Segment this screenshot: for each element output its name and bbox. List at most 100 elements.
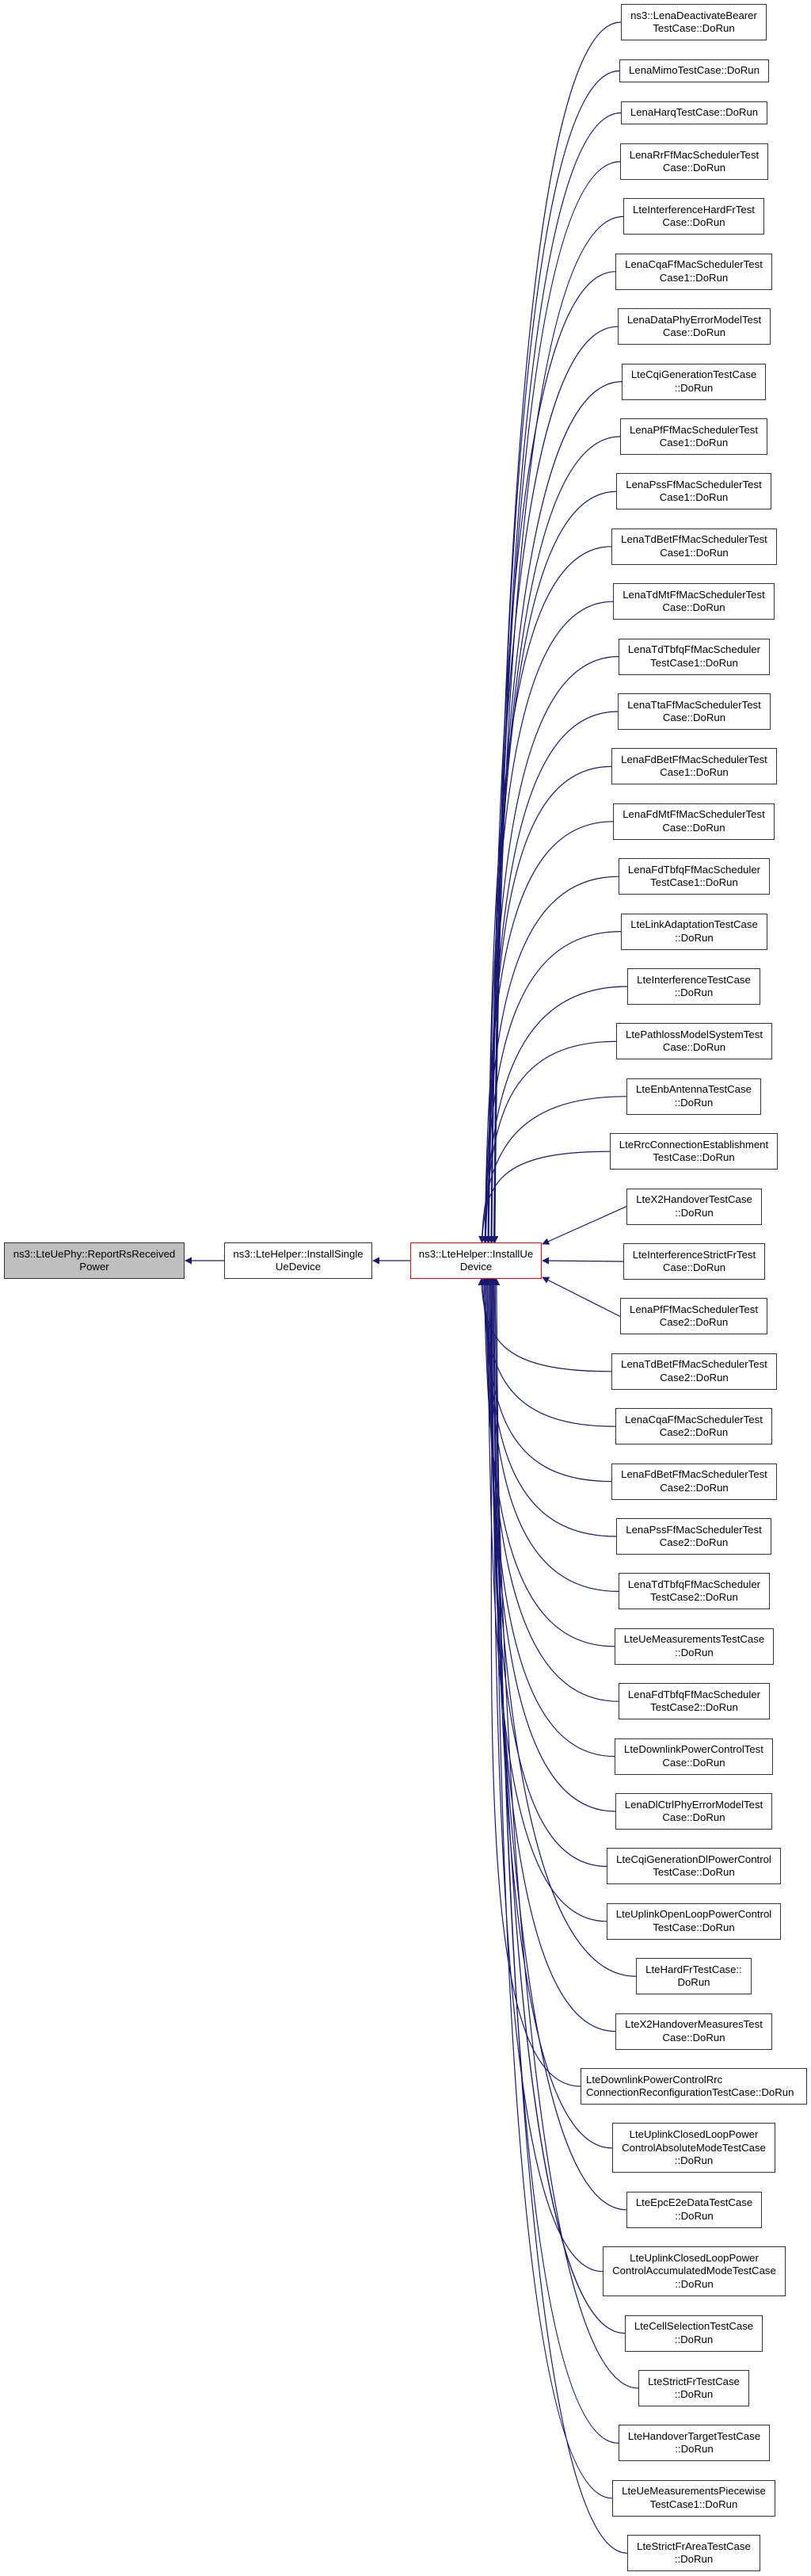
node-label: LenaDlCtrlPhyErrorModelTest Case::DoRun (624, 1798, 763, 1824)
node-label: LenaMimoTestCase::DoRun (629, 64, 760, 77)
caller-node[interactable]: LenaDataPhyErrorModelTest Case::DoRun (618, 308, 771, 345)
caller-node[interactable]: LteX2HandoverMeasuresTest Case::DoRun (615, 2013, 772, 2050)
focus-node-report-rs-received-power[interactable]: ns3::LteUePhy::ReportRsReceived Power (4, 1242, 185, 1279)
node-label: LteUeMeasurementsPiecewise TestCase1::Do… (622, 2485, 766, 2510)
caller-node[interactable]: LteStrictFrAreaTestCase ::DoRun (627, 2535, 760, 2572)
caller-node[interactable]: LteEpcE2eDataTestCase ::DoRun (626, 2191, 762, 2228)
node-label: LteCqiGenerationDlPowerControl TestCase:… (616, 1853, 771, 1879)
call-edge (488, 381, 623, 1243)
node-label: LenaTdTbfqFfMacScheduler TestCase2::DoRu… (627, 1578, 761, 1604)
call-edge (481, 821, 614, 1243)
caller-node[interactable]: LenaTdTbfqFfMacScheduler TestCase1::DoRu… (619, 638, 770, 675)
caller-node[interactable]: LenaPssFfMacSchedulerTest Case1::DoRun (616, 473, 771, 510)
caller-node[interactable]: ns3::LenaDeactivateBearer TestCase::DoRu… (621, 4, 767, 40)
caller-node[interactable]: LteHardFrTestCase:: DoRun (636, 1958, 752, 1995)
caller-node[interactable]: LtePathlossModelSystemTest Case::DoRun (616, 1023, 772, 1060)
node-label: LteDownlinkPowerControlTest Case::DoRun (624, 1743, 763, 1769)
node-install-ue-device[interactable]: ns3::LteHelper::InstallUe Device (410, 1242, 542, 1279)
caller-node[interactable]: LteHandoverTargetTestCase ::DoRun (619, 2425, 770, 2462)
caller-node[interactable]: LteDownlinkPowerControlTest Case::DoRun (615, 1738, 773, 1775)
caller-node[interactable]: LteX2HandoverTestCase ::DoRun (626, 1188, 762, 1225)
caller-node[interactable]: LteUplinkOpenLoopPowerControl TestCase::… (607, 1902, 781, 1940)
node-label: LenaTdBetFfMacSchedulerTest Case1::DoRun (621, 533, 767, 559)
node-label: LenaTdMtFfMacSchedulerTest Case::DoRun (623, 588, 765, 614)
caller-node[interactable]: LteUplinkClosedLoopPower ControlAbsolute… (612, 2123, 775, 2173)
node-label: ns3::LenaDeactivateBearer TestCase::DoRu… (630, 9, 757, 35)
caller-node[interactable]: LenaTdBetFfMacSchedulerTest Case2::DoRun (611, 1353, 777, 1390)
caller-node[interactable]: LteInterferenceTestCase ::DoRun (627, 968, 760, 1005)
call-edge (485, 1278, 616, 1812)
caller-node[interactable]: LenaPfFfMacSchedulerTest Case1::DoRun (620, 418, 767, 455)
call-edge (479, 1278, 616, 1427)
caller-node[interactable]: LteInterferenceHardFrTest Case::DoRun (623, 198, 764, 235)
caller-node[interactable]: LenaTdBetFfMacSchedulerTest Case1::DoRun (611, 528, 777, 565)
node-label: LteEpcE2eDataTestCase ::DoRun (635, 2196, 753, 2222)
caller-node[interactable]: LteUeMeasurementsPiecewise TestCase1::Do… (612, 2479, 775, 2517)
node-label: LenaCqaFfMacSchedulerTest Case1::DoRun (625, 258, 763, 284)
node-label: LteInterferenceStrictFrTest Case::DoRun (632, 1248, 756, 1274)
caller-node[interactable]: LenaTdMtFfMacSchedulerTest Case::DoRun (613, 583, 775, 620)
caller-node[interactable]: LteLinkAdaptationTestCase ::DoRun (621, 913, 767, 950)
caller-node[interactable]: LenaCqaFfMacSchedulerTest Case1::DoRun (615, 253, 772, 290)
caller-node[interactable]: LenaPssFfMacSchedulerTest Case2::DoRun (616, 1518, 771, 1555)
node-label: LenaPfFfMacSchedulerTest Case1::DoRun (630, 423, 758, 449)
caller-node[interactable]: LenaPfFfMacSchedulerTest Case2::DoRun (620, 1298, 767, 1335)
call-edge (478, 1151, 611, 1243)
node-label: LenaFdBetFfMacSchedulerTest Case2::DoRun (621, 1468, 767, 1494)
caller-node[interactable]: LenaFdBetFfMacSchedulerTest Case2::DoRun (611, 1463, 777, 1500)
node-label: LenaFdBetFfMacSchedulerTest Case1::DoRun (621, 753, 767, 779)
call-edge (482, 1040, 617, 1243)
caller-node[interactable]: LenaFdTbfqFfMacScheduler TestCase2::DoRu… (619, 1683, 770, 1720)
call-edge (491, 161, 621, 1243)
node-label: LteRrcConnectionEstablishment TestCase::… (619, 1138, 769, 1164)
node-label: LtePathlossModelSystemTest Case::DoRun (626, 1028, 763, 1054)
caller-node[interactable]: LenaMimoTestCase::DoRun (619, 59, 769, 82)
caller-node[interactable]: LenaFdMtFfMacSchedulerTest Case::DoRun (613, 803, 775, 840)
caller-node[interactable]: LenaTdTbfqFfMacScheduler TestCase2::DoRu… (619, 1573, 770, 1610)
caller-node[interactable]: LenaCqaFfMacSchedulerTest Case2::DoRun (615, 1408, 772, 1445)
node-label: LenaTdTbfqFfMacScheduler TestCase1::DoRu… (627, 643, 761, 669)
node-label: ns3::LteHelper::InstallSingle UeDevice (233, 1247, 364, 1273)
call-edge (478, 1278, 612, 1372)
node-label: LenaPssFfMacSchedulerTest Case1::DoRun (626, 478, 762, 504)
node-label: LteX2HandoverMeasuresTest Case::DoRun (625, 2018, 763, 2044)
caller-node[interactable]: LteCellSelectionTestCase ::DoRun (625, 2315, 763, 2352)
call-edge (489, 1278, 626, 2334)
caller-node[interactable]: LteUeMeasurementsTestCase ::DoRun (615, 1628, 774, 1665)
node-label: LteEnbAntennaTestCase ::DoRun (636, 1083, 752, 1109)
node-label: ns3::LteUePhy::ReportRsReceived Power (13, 1247, 176, 1273)
caller-node[interactable]: LteDownlinkPowerControlRrc ConnectionRec… (581, 2068, 807, 2105)
node-label: LteUeMeasurementsTestCase ::DoRun (623, 1633, 765, 1658)
node-label: LenaCqaFfMacSchedulerTest Case2::DoRun (625, 1413, 763, 1439)
caller-node[interactable]: LteUplinkClosedLoopPower ControlAccumula… (603, 2246, 786, 2297)
caller-node[interactable]: LenaDlCtrlPhyErrorModelTest Case::DoRun (615, 1793, 772, 1830)
call-edge (488, 1278, 581, 2087)
caller-node[interactable]: LteInterferenceStrictFrTest Case::DoRun (623, 1243, 765, 1280)
caller-node[interactable]: LenaRrFfMacSchedulerTest Case::DoRun (620, 143, 768, 180)
call-edge (485, 711, 619, 1243)
caller-node[interactable]: LteRrcConnectionEstablishment TestCase::… (610, 1133, 778, 1170)
caller-node[interactable]: LteCqiGenerationDlPowerControl TestCase:… (607, 1848, 781, 1885)
call-edge (483, 1278, 607, 1922)
call-edge (489, 1278, 613, 2149)
caller-node[interactable]: LteCqiGenerationTestCase ::DoRun (622, 363, 766, 400)
call-edge (486, 1278, 616, 2032)
node-label: LenaFdTbfqFfMacScheduler TestCase2::DoRu… (627, 1688, 761, 1714)
node-label: LenaPssFfMacSchedulerTest Case2::DoRun (626, 1523, 762, 1549)
node-label: LenaFdTbfqFfMacScheduler TestCase1::DoRu… (627, 863, 761, 889)
node-label: ns3::LteHelper::InstallUe Device (418, 1247, 534, 1273)
caller-node[interactable]: LteStrictFrTestCase ::DoRun (638, 2370, 749, 2406)
call-edge (542, 1206, 627, 1245)
call-edge (542, 1277, 621, 1317)
caller-node[interactable]: LenaHarqTestCase::DoRun (621, 101, 767, 124)
node-install-single-ue-device[interactable]: ns3::LteHelper::InstallSingle UeDevice (224, 1242, 372, 1279)
caller-node[interactable]: LenaTtaFfMacSchedulerTest Case::DoRun (618, 693, 771, 730)
call-edge (490, 1278, 613, 2499)
node-label: LteX2HandoverTestCase ::DoRun (636, 1193, 752, 1219)
caller-node[interactable]: LenaFdBetFfMacSchedulerTest Case1::DoRun (611, 748, 777, 785)
caller-node[interactable]: LenaFdTbfqFfMacScheduler TestCase1::DoRu… (619, 858, 770, 895)
caller-node[interactable]: LteEnbAntennaTestCase ::DoRun (626, 1078, 761, 1115)
node-label: LteStrictFrAreaTestCase ::DoRun (637, 2540, 751, 2566)
call-edge (482, 931, 622, 1243)
node-label: LteHandoverTargetTestCase ::DoRun (627, 2429, 761, 2456)
